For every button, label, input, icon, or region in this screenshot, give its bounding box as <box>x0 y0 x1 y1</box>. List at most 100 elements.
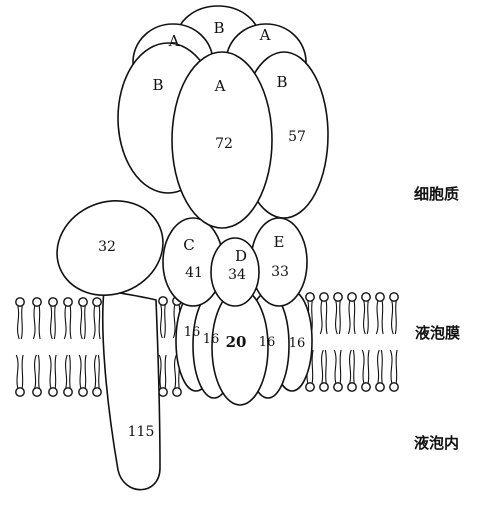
lipid-tail <box>93 306 95 339</box>
lipid-head <box>16 298 24 306</box>
lipid-tail <box>99 306 100 339</box>
lipid-tail <box>95 355 97 388</box>
lipid-tail <box>354 301 355 334</box>
lipid-head <box>79 298 87 306</box>
lipid-head <box>159 297 167 305</box>
lipid-bilayer-left <box>16 298 101 396</box>
lipid-tail <box>368 350 369 383</box>
lipid-tail <box>22 355 23 388</box>
lipid-tail <box>364 301 366 334</box>
lipid-tail <box>38 355 39 388</box>
lipid-tail <box>55 355 56 388</box>
lipid-tail <box>84 306 85 339</box>
label-A-center: A <box>214 77 226 95</box>
lipid-tail <box>336 301 338 334</box>
lipid-tail <box>340 350 341 383</box>
label-B-right: B <box>276 73 287 91</box>
label-c16-2: 16 <box>203 332 220 347</box>
lipid-tail <box>64 306 66 339</box>
lipid-tail <box>173 305 175 338</box>
lipid-tail <box>49 355 51 388</box>
lipid-tail <box>382 301 383 334</box>
lipid-tail <box>51 306 53 339</box>
label-B-top: B <box>213 19 224 37</box>
lipid-tail <box>39 306 40 339</box>
lipid-tail <box>350 350 352 383</box>
lipid-tail <box>322 350 324 383</box>
lipid-head <box>362 293 370 301</box>
lipid-tail <box>165 355 166 388</box>
lipid-head <box>33 298 41 306</box>
lipid-head <box>348 383 356 391</box>
lipid-tail <box>392 301 394 334</box>
label-value-32: 32 <box>98 239 116 255</box>
lipid-tail <box>79 355 81 388</box>
lipid-head <box>334 293 342 301</box>
lipid-head <box>64 298 72 306</box>
lipid-tail <box>81 306 83 339</box>
lipid-tail <box>353 350 354 383</box>
label-c16-1: 16 <box>184 325 201 340</box>
lipid-tail <box>348 301 350 334</box>
label-C: C <box>183 236 194 254</box>
lipid-tail <box>69 355 70 388</box>
lipid-tail <box>362 350 364 383</box>
lipid-tail <box>70 306 71 339</box>
lipid-tail <box>312 350 313 383</box>
lipid-tail <box>326 301 327 334</box>
lipid-tail <box>320 301 322 334</box>
lipid-head <box>93 298 101 306</box>
lipid-tail <box>325 350 326 383</box>
lipid-tail <box>164 305 165 338</box>
lipid-head <box>320 383 328 391</box>
lipid-tail <box>21 306 22 339</box>
lipid-tail <box>66 355 68 388</box>
lipid-tail <box>381 350 382 383</box>
lipid-head <box>93 388 101 396</box>
lipid-tail <box>339 301 340 334</box>
subunit-E <box>251 218 307 306</box>
lipid-head <box>306 383 314 391</box>
lipid-tail <box>376 301 378 334</box>
label-c16-3: 16 <box>259 335 276 350</box>
label-E: E <box>274 233 285 251</box>
lipid-tail <box>390 350 392 383</box>
label-cytoplasm: 细胞质 <box>414 183 459 204</box>
lipid-tail <box>334 350 336 383</box>
label-c20: 20 <box>226 333 247 351</box>
lipid-head <box>306 293 314 301</box>
label-value-57: 57 <box>288 129 306 145</box>
lipid-head <box>376 383 384 391</box>
label-value-41: 41 <box>185 265 203 281</box>
label-value-34: 34 <box>228 267 246 283</box>
lipid-head <box>173 388 181 396</box>
label-D: D <box>235 247 247 265</box>
lipid-head <box>362 383 370 391</box>
label-c16-4: 16 <box>289 336 306 351</box>
label-vacuole-membrane: 液泡膜 <box>415 322 460 343</box>
lipid-tail <box>98 355 99 388</box>
lipid-tail <box>161 305 163 338</box>
label-B-left: B <box>152 76 163 94</box>
label-value-72: 72 <box>215 136 233 152</box>
lipid-bilayer-right <box>306 293 398 391</box>
lipid-head <box>159 388 167 396</box>
label-value-115: 115 <box>128 424 155 440</box>
label-value-33: 33 <box>271 264 289 280</box>
lipid-tail <box>367 301 368 334</box>
lipid-head <box>320 293 328 301</box>
lipid-head <box>376 293 384 301</box>
lipid-head <box>334 383 342 391</box>
lipid-head <box>390 293 398 301</box>
lipid-head <box>79 388 87 396</box>
lipid-head <box>390 383 398 391</box>
lipid-tail <box>33 306 35 339</box>
lipid-head <box>33 388 41 396</box>
lipid-tail <box>396 350 397 383</box>
lipid-tail <box>54 306 55 339</box>
lipid-tail <box>16 355 18 388</box>
lipid-tail <box>378 350 380 383</box>
lipid-tail <box>395 301 396 334</box>
